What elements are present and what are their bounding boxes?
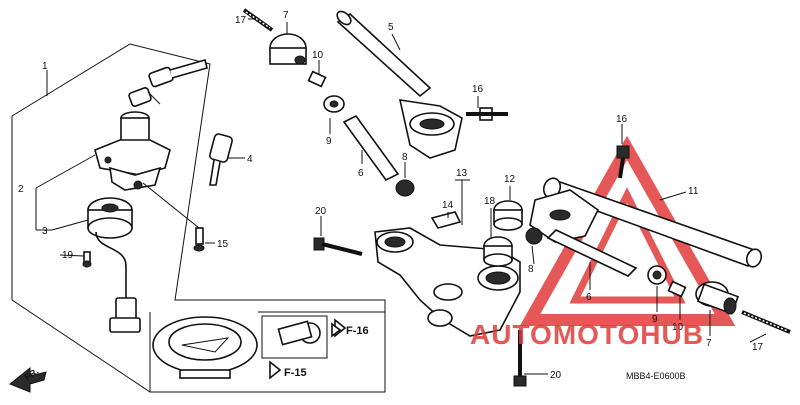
callout-16-top: 16 xyxy=(472,84,484,95)
bolt-20-left xyxy=(313,237,363,256)
callout-labels: 1 2 3 19 15 4 17 7 10 9 6 5 8 16 13 14 1… xyxy=(18,10,764,381)
fuel-cap xyxy=(152,316,258,379)
clip-10-left xyxy=(307,70,327,88)
weight-rod-left xyxy=(342,114,400,182)
bar-end-weight-left xyxy=(269,33,307,65)
spare-key xyxy=(209,133,233,186)
right-handlebar xyxy=(542,177,763,268)
plate-14 xyxy=(430,211,462,229)
assembly-outline xyxy=(11,43,386,393)
callout-11: 11 xyxy=(688,186,699,197)
callout-2: 2 xyxy=(18,184,24,195)
front-arrow xyxy=(9,366,47,393)
callout-1: 1 xyxy=(42,61,48,72)
callout-6-left: 6 xyxy=(358,168,364,179)
screw-15 xyxy=(193,227,205,252)
callout-13: 13 xyxy=(456,168,468,179)
watermark-text: AUTOMOTOHUB xyxy=(470,319,704,350)
left-handlebar-grip xyxy=(336,10,432,98)
callout-5: 5 xyxy=(388,22,394,33)
callout-12: 12 xyxy=(504,174,516,185)
ignition-key xyxy=(128,59,208,107)
ref-arrow-f16 xyxy=(331,322,342,338)
callout-9-right: 9 xyxy=(652,314,658,325)
callout-3: 3 xyxy=(42,226,48,237)
collar-9-left xyxy=(323,95,345,113)
drawing-code: MBB4-E0600B xyxy=(626,371,686,381)
bolt-20-bottom xyxy=(513,330,527,387)
bolt-17-right xyxy=(741,310,791,334)
callout-6-right: 6 xyxy=(586,292,592,303)
leader-lines xyxy=(35,18,767,375)
bolt-16-top xyxy=(466,107,508,121)
bolt-17-left xyxy=(242,8,274,32)
callout-10-left: 10 xyxy=(312,50,324,61)
nut-8-left xyxy=(395,179,415,197)
handlebar-clamp-right xyxy=(529,189,600,243)
callout-17-left: 17 xyxy=(235,15,247,26)
callout-20-bottom: 20 xyxy=(550,370,562,381)
callout-17-right: 17 xyxy=(752,342,764,353)
handlebar-clamp-left xyxy=(398,99,463,159)
lock-inset xyxy=(261,315,347,380)
callout-7-left: 7 xyxy=(283,10,289,21)
callout-14: 14 xyxy=(442,200,454,211)
callout-18: 18 xyxy=(484,196,496,207)
callout-8-right: 8 xyxy=(528,264,534,275)
collar-9-right xyxy=(647,265,667,285)
plug-18 xyxy=(483,236,513,267)
callout-19: 19 xyxy=(62,250,74,261)
callout-16-right: 16 xyxy=(616,114,628,125)
ignition-switch xyxy=(94,111,171,191)
nut-8-right xyxy=(525,227,543,245)
screw-19 xyxy=(82,251,92,268)
callout-8-left: 8 xyxy=(402,152,408,163)
callout-7-right: 7 xyxy=(706,338,712,349)
callout-10-right: 10 xyxy=(672,322,684,333)
callout-20-left: 20 xyxy=(315,206,327,217)
callout-9-left: 9 xyxy=(326,136,332,147)
callout-4: 4 xyxy=(247,154,253,165)
ref-label-f16: F-16 xyxy=(346,325,369,337)
weight-rod-right xyxy=(546,229,638,277)
callout-15: 15 xyxy=(217,239,229,250)
plug-12 xyxy=(493,200,523,231)
bolt-16-right xyxy=(616,145,630,179)
bar-end-weight-right xyxy=(695,281,740,315)
clip-10-right xyxy=(667,280,687,298)
ref-label-f15: F-15 xyxy=(284,367,307,379)
lock-cylinder xyxy=(87,197,141,333)
